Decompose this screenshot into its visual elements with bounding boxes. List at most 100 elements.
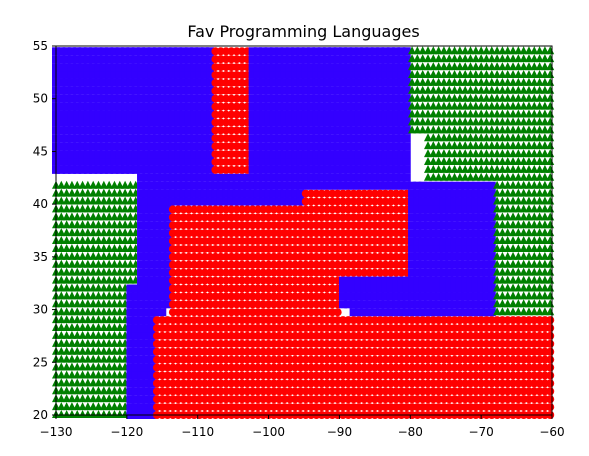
data-point [439,46,448,55]
data-point [158,102,167,111]
data-point [524,267,533,276]
data-point [514,46,523,55]
data-point [365,308,374,317]
data-point [429,69,438,78]
data-point [190,78,199,87]
data-point [206,126,215,135]
data-point [131,70,140,79]
data-point [546,316,555,325]
data-point [445,252,454,261]
data-point [365,142,374,151]
data-point [94,243,103,252]
data-point [471,85,480,94]
data-point [503,149,512,158]
data-point [466,300,475,309]
data-point [137,331,146,340]
data-point [57,354,66,363]
data-point [323,110,332,119]
data-point [184,47,193,56]
data-point [445,93,454,102]
data-point [121,236,130,245]
data-point [530,117,539,126]
data-point [73,410,82,418]
data-point [126,204,135,213]
data-point [200,94,209,103]
data-point [450,85,459,94]
data-point [514,212,523,221]
data-point [211,181,220,190]
data-point [190,181,199,190]
data-point [509,149,518,158]
data-point [418,109,427,118]
data-point [424,260,432,269]
data-point [195,157,204,166]
data-point [73,180,82,189]
data-point [200,165,209,174]
data-point [546,212,555,221]
data-point [381,181,390,190]
data-point [168,157,177,166]
data-point [105,243,114,252]
data-point [206,150,215,159]
data-point [397,70,406,79]
data-point [62,188,71,197]
data-point [312,181,321,190]
data-point [89,259,98,268]
data-point [126,228,135,237]
data-point [514,93,523,102]
data-point [83,251,92,260]
data-point [471,69,480,78]
data-point [546,259,555,268]
data-point [434,300,443,309]
data-point [158,126,167,135]
data-point [546,125,555,134]
data-point [503,243,512,252]
data-point [152,221,161,230]
data-point [147,276,156,285]
x-tick-label: −120 [110,425,143,439]
data-point [142,157,151,166]
data-point [530,228,539,237]
data-point [498,196,507,205]
data-point [147,55,156,64]
data-point [487,284,496,293]
data-point [152,70,161,79]
data-point [418,237,427,246]
data-point [131,142,140,151]
data-point [110,94,119,103]
data-point [147,70,156,79]
data-point [498,283,507,292]
data-point [269,102,278,111]
data-point [216,189,225,198]
data-point [89,55,98,64]
data-point [163,284,172,293]
data-point [535,267,544,276]
data-point [131,403,140,412]
data-point [509,117,518,126]
data-point [179,165,188,174]
data-point [94,330,103,339]
data-point [147,150,156,159]
data-point [307,142,316,151]
data-point [540,156,549,165]
data-point [147,134,156,143]
data-point [115,346,124,355]
data-point [397,86,406,95]
data-point [110,236,119,245]
data-point [370,276,379,285]
data-point [99,267,108,276]
data-point [530,85,539,94]
data-point [498,156,507,165]
data-point [248,126,257,135]
data-point [216,197,225,206]
data-point [110,110,119,119]
data-point [386,55,395,64]
data-point [83,323,92,332]
data-point [514,220,523,229]
data-point [126,220,135,229]
data-point [514,299,523,308]
data-point [418,77,427,86]
data-point [530,164,539,173]
data-point [121,126,130,135]
data-point [78,251,87,260]
